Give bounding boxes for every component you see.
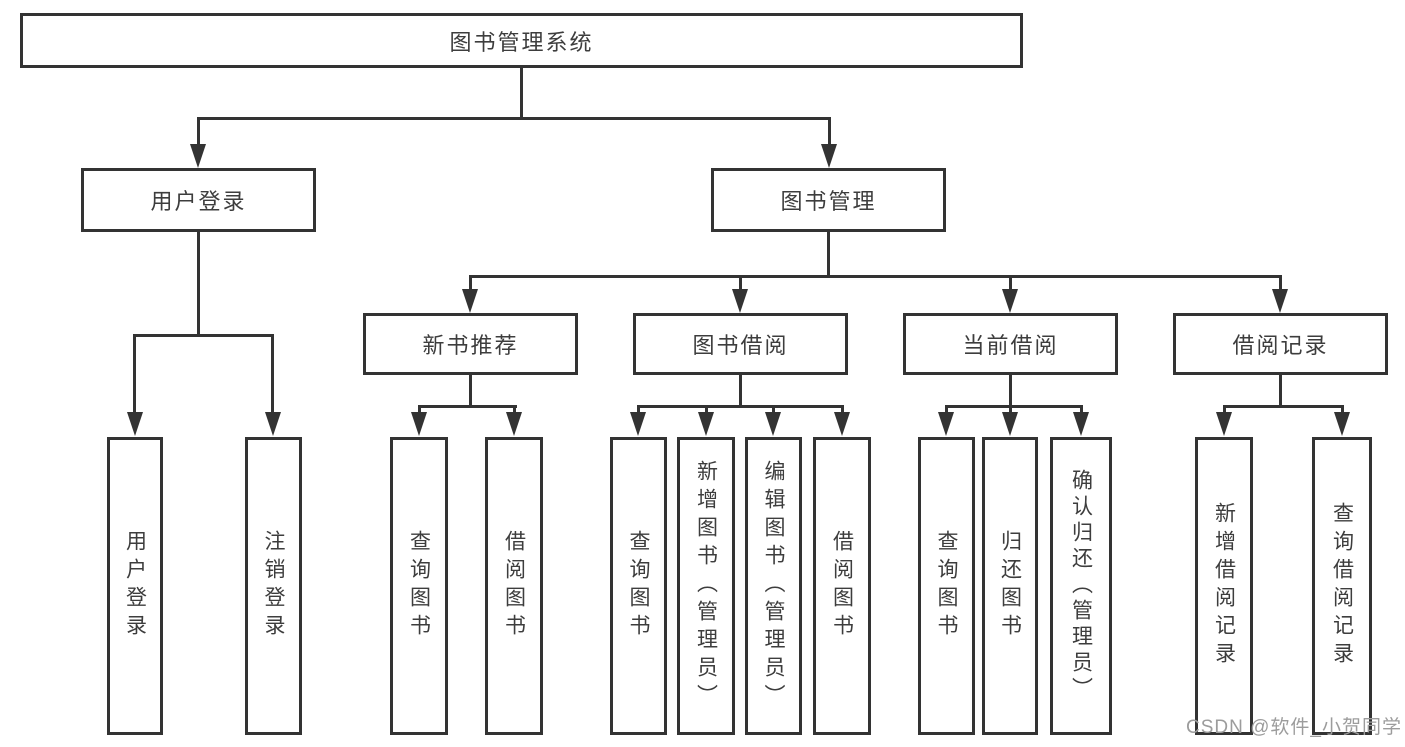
connector-recommend-branch	[418, 405, 517, 408]
connector-bb-leaf1	[637, 405, 640, 418]
leaf-records-query-record-label: 查询借阅记录	[1330, 502, 1354, 670]
arrowhead-cb-leaf3	[1073, 412, 1089, 436]
connector-login-branch	[133, 334, 274, 337]
leaf-recommend-query-books-label: 查询图书	[407, 530, 431, 642]
node-new-book-recommend-label: 新书推荐	[422, 333, 519, 358]
arrowhead-bb-leaf3	[765, 412, 781, 436]
arrowhead-cb-leaf2	[1002, 412, 1018, 436]
connector-cb-leaf2	[1009, 405, 1012, 418]
connector-bookmgmt-branch	[469, 275, 1282, 278]
arrowhead-rec-leaf2	[506, 412, 522, 436]
node-current-borrow-label: 当前借阅	[962, 333, 1059, 358]
node-user-login-label: 用户登录	[150, 189, 247, 214]
leaf-records-query-record: 查询借阅记录	[1312, 437, 1372, 735]
connector-root-to-login	[197, 117, 200, 149]
leaf-borrow-add-books-admin-label: 新增图书（管理员）	[694, 460, 718, 712]
connector-records-branch	[1223, 405, 1344, 408]
node-borrow-records-label: 借阅记录	[1232, 333, 1329, 358]
node-book-management-label: 图书管理	[780, 189, 877, 214]
connector-root-to-bookmgmt	[828, 117, 831, 149]
leaf-recommend-borrow-books: 借阅图书	[485, 437, 543, 735]
leaf-records-add-record-label: 新增借阅记录	[1212, 502, 1236, 670]
arrowhead-leaf-login	[127, 412, 143, 436]
leaf-user-login-label: 用户登录	[123, 530, 147, 642]
arrowhead-leaf-logout	[265, 412, 281, 436]
connector-login-to-leaf-logout	[271, 334, 274, 416]
leaf-logout-label: 注销登录	[262, 530, 286, 642]
leaf-current-query-books: 查询图书	[918, 437, 975, 735]
leaf-borrow-edit-books-admin: 编辑图书（管理员）	[745, 437, 802, 735]
csdn-watermark: CSDN @软件_小贺同学	[1186, 717, 1402, 738]
connector-to-current	[1009, 275, 1012, 295]
arrowhead-cb-leaf1	[938, 412, 954, 436]
connector-login-stem	[197, 232, 200, 336]
connector-bb-leaf3	[772, 405, 775, 418]
leaf-borrow-edit-books-admin-label: 编辑图书（管理员）	[762, 460, 786, 712]
arrowhead-current	[1002, 289, 1018, 313]
connector-borrow-stem	[739, 375, 742, 407]
connector-current-stem	[1009, 375, 1012, 407]
connector-bb-leaf2	[705, 405, 708, 418]
connector-cb-leaf3	[1080, 405, 1083, 418]
connector-rec-leaf2	[513, 405, 516, 418]
arrowhead-br-leaf1	[1216, 412, 1232, 436]
arrowhead-to-bookmgmt	[821, 144, 837, 168]
connector-rec-leaf1	[418, 405, 421, 418]
leaf-recommend-query-books: 查询图书	[390, 437, 448, 735]
leaf-borrow-query-books: 查询图书	[610, 437, 667, 735]
connector-br-leaf1	[1223, 405, 1226, 418]
arrowhead-br-leaf2	[1334, 412, 1350, 436]
leaf-current-confirm-return-admin-label: 确认归还（管理员）	[1069, 469, 1093, 703]
arrowhead-to-login	[190, 144, 206, 168]
connector-records-stem	[1279, 375, 1282, 407]
leaf-borrow-query-books-label: 查询图书	[627, 530, 651, 642]
connector-recommend-stem	[469, 375, 472, 407]
arrowhead-bb-leaf4	[834, 412, 850, 436]
leaf-borrow-add-books-admin: 新增图书（管理员）	[677, 437, 735, 735]
leaf-user-login: 用户登录	[107, 437, 163, 735]
leaf-recommend-borrow-books-label: 借阅图书	[502, 530, 526, 642]
leaf-logout: 注销登录	[245, 437, 302, 735]
connector-bb-leaf4	[841, 405, 844, 418]
node-root: 图书管理系统	[20, 13, 1023, 68]
node-current-borrow: 当前借阅	[903, 313, 1118, 375]
leaf-current-query-books-label: 查询图书	[935, 530, 959, 642]
leaf-current-return-books: 归还图书	[982, 437, 1038, 735]
connector-borrow-branch	[637, 405, 844, 408]
node-book-borrow-label: 图书借阅	[692, 333, 789, 358]
arrowhead-borrow	[732, 289, 748, 313]
leaf-borrow-do-borrow-label: 借阅图书	[830, 530, 854, 642]
connector-bookmgmt-stem	[827, 232, 830, 278]
leaf-current-confirm-return-admin: 确认归还（管理员）	[1050, 437, 1112, 735]
connector-to-records	[1279, 275, 1282, 295]
arrowhead-bb-leaf1	[630, 412, 646, 436]
connector-login-to-leaf-login	[133, 334, 136, 416]
node-user-login: 用户登录	[81, 168, 316, 232]
node-book-management: 图书管理	[711, 168, 946, 232]
connector-to-recommend	[469, 275, 472, 295]
arrowhead-bb-leaf2	[698, 412, 714, 436]
leaf-current-return-books-label: 归还图书	[998, 530, 1022, 642]
arrowhead-records	[1272, 289, 1288, 313]
arrowhead-rec-leaf1	[411, 412, 427, 436]
connector-root-stem	[520, 68, 523, 120]
leaf-records-add-record: 新增借阅记录	[1195, 437, 1253, 735]
node-book-borrow: 图书借阅	[633, 313, 848, 375]
node-root-label: 图书管理系统	[449, 29, 594, 55]
leaf-borrow-do-borrow: 借阅图书	[813, 437, 871, 735]
connector-current-branch	[945, 405, 1083, 408]
arrowhead-recommend	[462, 289, 478, 313]
node-new-book-recommend: 新书推荐	[363, 313, 578, 375]
connector-root-branch	[197, 117, 831, 120]
node-borrow-records: 借阅记录	[1173, 313, 1388, 375]
connector-br-leaf2	[1341, 405, 1344, 418]
connector-to-borrow	[739, 275, 742, 295]
connector-cb-leaf1	[945, 405, 948, 418]
